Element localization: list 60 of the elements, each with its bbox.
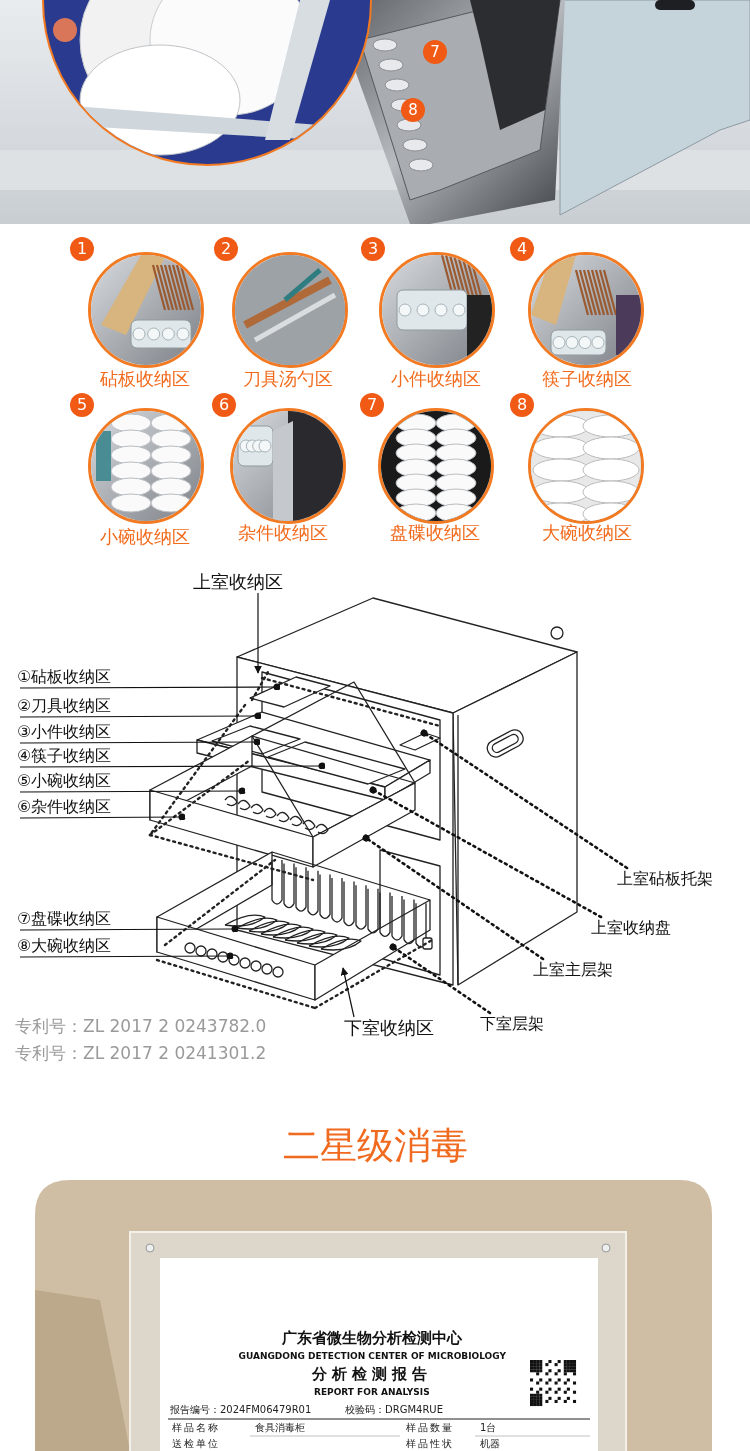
number-badge: 7 [360,393,384,417]
leader-line [19,762,326,770]
report-subheading: GUANGDONG DETECTION CENTER OF MICROBIOLOGY [238,1350,506,1362]
part-label: ⑥杂件收纳区 [17,796,112,818]
part-label: ⑤小碗收纳区 [17,770,112,792]
table-cell: 样品数量 [406,1422,454,1434]
part-label: ④筷子收纳区 [17,745,112,767]
table-cell: 机器 [480,1438,500,1450]
table-cell: 样品名称 [172,1422,220,1434]
part-label: ③小件收纳区 [17,721,112,743]
leader-line [19,683,281,691]
leader-line [389,943,492,1015]
leader-line [19,787,246,795]
number-badge: 3 [361,237,385,261]
table-cell: 1台 [480,1422,497,1434]
report-field: 报告编号：2024FM06479R01 [170,1404,312,1416]
report-title: 分析检测报告 [312,1365,432,1383]
number-badge: 5 [70,393,94,417]
table-cell: 样品性状 [406,1438,454,1450]
part-label: ②刀具收纳区 [17,695,112,717]
table-cell: 食具消毒柜 [255,1422,305,1434]
leader-line [369,786,603,919]
part-label: 上室收纳盘 [591,917,671,939]
node-label: 刀具汤勺区 [243,367,333,391]
number-badge: 4 [510,237,534,261]
leader-line [19,952,234,960]
leader-line [19,738,261,746]
leader-line [19,813,186,821]
part-label: ⑧大碗收纳区 [17,935,112,957]
patent-number: 专利号：ZL 2017 2 0243782.0 [15,1016,267,1037]
number-badge: 1 [70,237,94,261]
node-label: 小碗收纳区 [100,525,190,549]
node-label: 砧板收纳区 [100,367,190,391]
report-heading: 广东省微生物分析检测中心 [282,1329,462,1347]
part-label: ①砧板收纳区 [17,666,112,688]
leader-line [362,834,545,961]
node-label: 大碗收纳区 [542,521,632,545]
node-label: 筷子收纳区 [542,367,632,391]
report-subtitle: REPORT FOR ANALYSIS [314,1386,430,1398]
section-heading: 二星级消毒 [282,1124,468,1169]
leader-line [19,925,239,933]
number-badge: 2 [214,237,238,261]
number-badge: 8 [510,393,534,417]
arrow [340,967,355,1018]
leader-line [420,729,629,870]
part-label: 上室主层架 [533,959,613,981]
part-label: 上室砧板托架 [617,868,713,890]
patent-number: 专利号：ZL 2017 2 0241301.2 [15,1043,267,1064]
arrow [254,592,262,674]
report-field: 校验码：DRGM4RUE [345,1404,443,1416]
node-label: 杂件收纳区 [238,521,328,545]
part-label: 下室层架 [480,1013,544,1035]
part-label: ⑦盘碟收纳区 [17,908,112,930]
node-label: 小件收纳区 [391,367,481,391]
part-label: 上室收纳区 [193,571,283,593]
leader-line [19,712,262,720]
number-badge: 6 [212,393,236,417]
node-label: 盘碟收纳区 [390,521,480,545]
part-label: 下室收纳区 [344,1017,434,1039]
table-cell: 送检单位 [172,1438,220,1450]
